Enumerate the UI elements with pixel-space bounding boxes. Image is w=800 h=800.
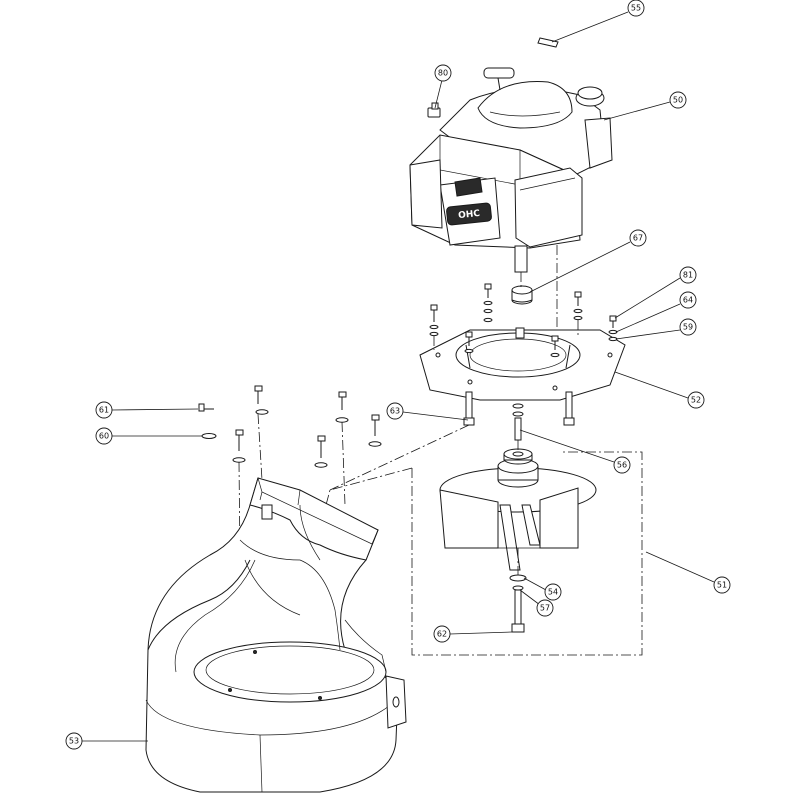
engine-logo-text: OHC	[458, 209, 481, 221]
svg-text:63: 63	[390, 407, 400, 416]
callout-55: 55	[627, 0, 645, 17]
plate-bolts	[429, 283, 618, 426]
svg-text:55: 55	[631, 4, 641, 13]
svg-text:53: 53	[69, 737, 79, 746]
svg-text:64: 64	[683, 296, 693, 305]
engine: OHC	[409, 67, 613, 273]
callout-81: 81	[679, 266, 697, 284]
callout-56: 56	[613, 456, 631, 474]
svg-text:67: 67	[633, 234, 643, 243]
part-56-bolt	[512, 403, 524, 441]
impeller-fasteners	[509, 574, 527, 633]
callout-53: 53	[65, 732, 83, 750]
callout-60: 60	[95, 427, 113, 445]
svg-text:59: 59	[683, 323, 693, 332]
svg-text:81: 81	[683, 271, 693, 280]
impeller	[439, 448, 597, 571]
svg-text:50: 50	[673, 96, 683, 105]
callout-61: 61	[95, 401, 113, 419]
svg-text:62: 62	[437, 630, 447, 639]
callout-67: 67	[629, 229, 647, 247]
svg-text:60: 60	[99, 432, 109, 441]
svg-text:54: 54	[548, 588, 558, 597]
callout-63: 63	[386, 402, 404, 420]
part-67-coupling	[511, 285, 533, 305]
callout-50: 50	[669, 91, 687, 109]
callout-80: 80	[434, 64, 452, 82]
callout-54: 54	[544, 583, 562, 601]
callout-51: 51	[713, 576, 731, 594]
callout-59: 59	[679, 318, 697, 336]
callout-57: 57	[536, 599, 554, 617]
svg-text:61: 61	[99, 406, 109, 415]
callout-52: 52	[687, 391, 705, 409]
impeller-assembly-box	[411, 451, 643, 656]
svg-text:56: 56	[617, 461, 627, 470]
housing-bolts	[198, 385, 382, 468]
callout-62: 62	[433, 625, 451, 643]
callout-64: 64	[679, 291, 697, 309]
part-55-tag	[537, 37, 559, 48]
svg-text:57: 57	[540, 604, 550, 613]
svg-text:80: 80	[438, 69, 448, 78]
svg-text:51: 51	[717, 581, 727, 590]
mounting-plate	[419, 327, 626, 401]
svg-text:52: 52	[691, 396, 701, 405]
lower-housing	[145, 477, 407, 793]
part-80-clip	[427, 102, 441, 118]
leader-lines	[82, 11, 715, 742]
